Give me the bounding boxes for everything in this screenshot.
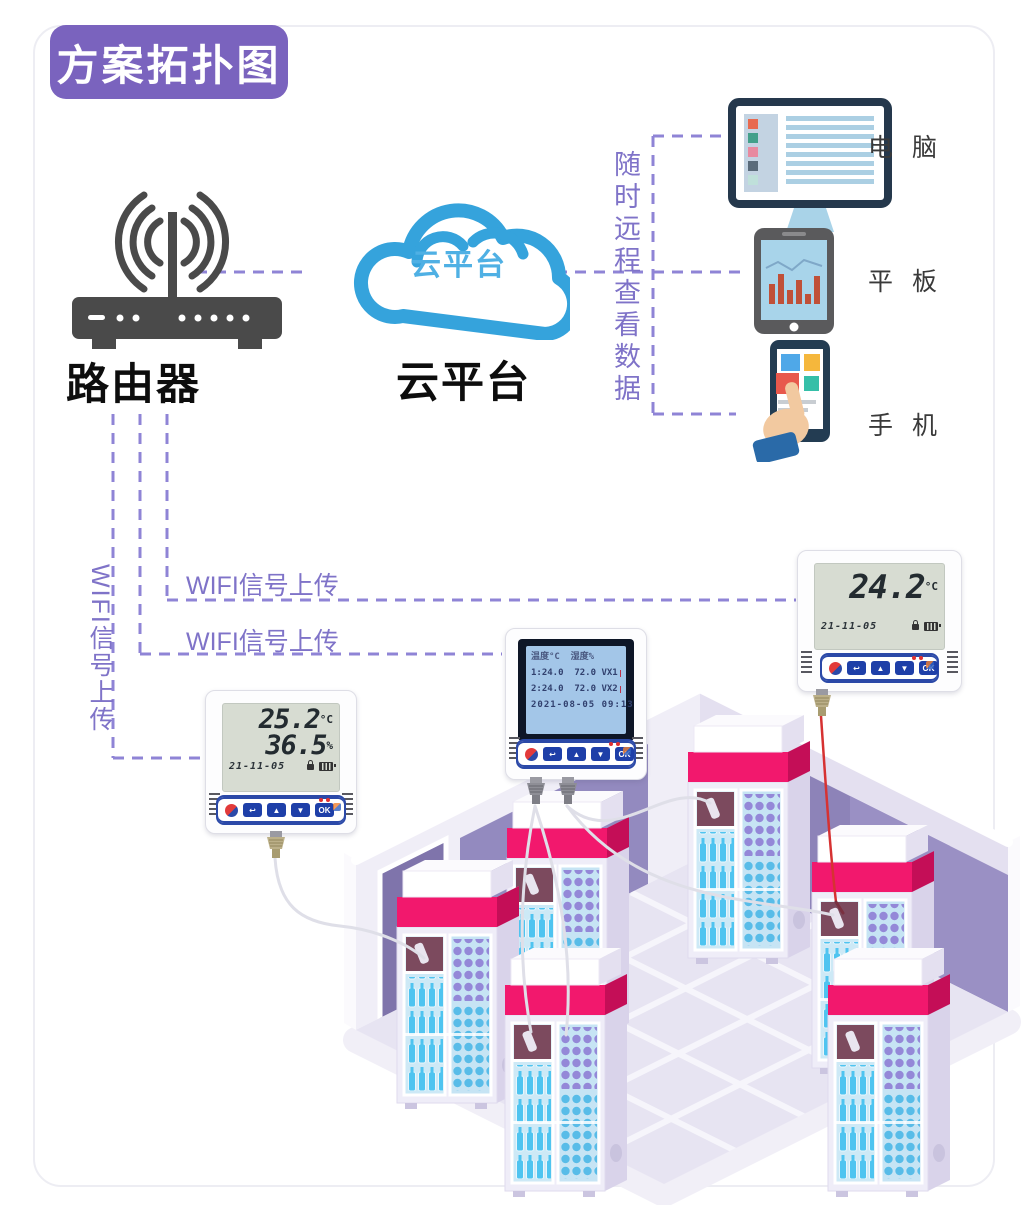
wifi-upload-label-lower: WIFI信号上传 [186,628,339,656]
page-title-badge: 方案拓扑图 [50,25,288,99]
sensor-right-lcd: 24.2°C 21-11-05 [814,563,945,650]
datetime-row: 2021-08-05 09:13 [531,700,634,710]
lcd-status-row: 21-11-05 [821,619,941,632]
vent-left [209,793,220,817]
up-button: ▲ [871,661,890,675]
tablet-label: 平 板 [868,268,943,296]
back-button: ↩ [847,661,866,675]
humidity-reading: 36.5% [265,730,333,761]
date-text: 21-11-05 [229,761,286,772]
phone-label: 手 机 [868,412,943,440]
vent-right [632,737,643,761]
back-button: ↩ [543,747,562,761]
up-button: ▲ [267,803,286,817]
vent-left [509,737,520,761]
ok-button: OK [315,803,334,817]
cable-gland [267,831,285,858]
up-button: ▲ [567,747,586,761]
lock-icon [307,759,314,770]
dashed-links [111,134,796,760]
wifi-upload-label-upper: WIFI信号上传 [186,572,339,600]
battery-icon [924,622,941,631]
status-leds [319,798,330,802]
down-button: ▼ [291,803,310,817]
down-button: ▼ [895,661,914,675]
vent-left [801,651,812,675]
temp-reading: 24.2°C [849,567,938,606]
vent-right [342,793,353,817]
sensor-right: 24.2°C 21-11-05 ↩ ▲ ▼ OK [797,550,962,716]
panel-mark [333,803,341,811]
battery-icon [319,762,336,771]
computer-icon [728,98,892,232]
cable-gland-1 [527,777,545,804]
sensor-left-lcd: 25.2°C 36.5% 21-11-05 [222,703,340,792]
channel2-row: 2:24.0 72.0 VX2 [531,681,621,697]
brand-logo [829,661,842,675]
status-leds [609,742,620,746]
router-label: 路由器 [66,361,201,409]
wifi-upload-label-vertical: WIFI信号上传 [86,564,114,733]
panel-mark [623,747,631,755]
channel1-row: 1:24.0 72.0 VX1 [531,665,621,681]
lcd-header: 温度°C 湿度% [531,652,595,662]
brand-logo [225,803,238,817]
cloud-label: 云平台 [396,359,531,407]
cloud-icon [353,203,570,340]
hand [752,382,809,462]
button-panel: ↩ ▲ ▼ OK [820,653,939,683]
sensor-cables [273,714,845,1037]
phone-icon [752,340,830,462]
computer-label: 电 脑 [868,134,943,162]
sensor-middle: 温度°C 湿度% 1:24.0 72.0 VX1 2:24.0 72.0 VX2… [505,628,647,804]
lock-icon [912,619,919,630]
cable-gland-2 [559,777,577,804]
vent-right [947,651,958,675]
tablet-icon [754,228,834,334]
status-leds [912,656,923,660]
date-text: 21-11-05 [821,621,878,632]
router-icon [72,191,282,349]
wall-top-cap [351,683,1013,865]
button-panel: ↩ ▲ ▼ OK [516,739,636,769]
brand-logo [525,747,538,761]
down-button: ▼ [591,747,610,761]
lcd-status-row: 21-11-05 [229,759,336,772]
temp-reading: 25.2°C [258,704,333,735]
back-button: ↩ [243,803,262,817]
cloud-icon-text: 云平台 [411,249,507,282]
button-panel: ↩ ▲ ▼ OK [216,795,346,825]
sensor-left: 25.2°C 36.5% 21-11-05 ↩ ▲ ▼ OK [205,690,357,858]
panel-mark [926,661,934,669]
remote-view-note: 随时远程查看数据 [610,150,640,406]
red-probe-cable [819,714,838,904]
sensor-middle-lcd: 温度°C 湿度% 1:24.0 72.0 VX1 2:24.0 72.0 VX2… [518,639,634,741]
cable-gland [813,689,831,716]
